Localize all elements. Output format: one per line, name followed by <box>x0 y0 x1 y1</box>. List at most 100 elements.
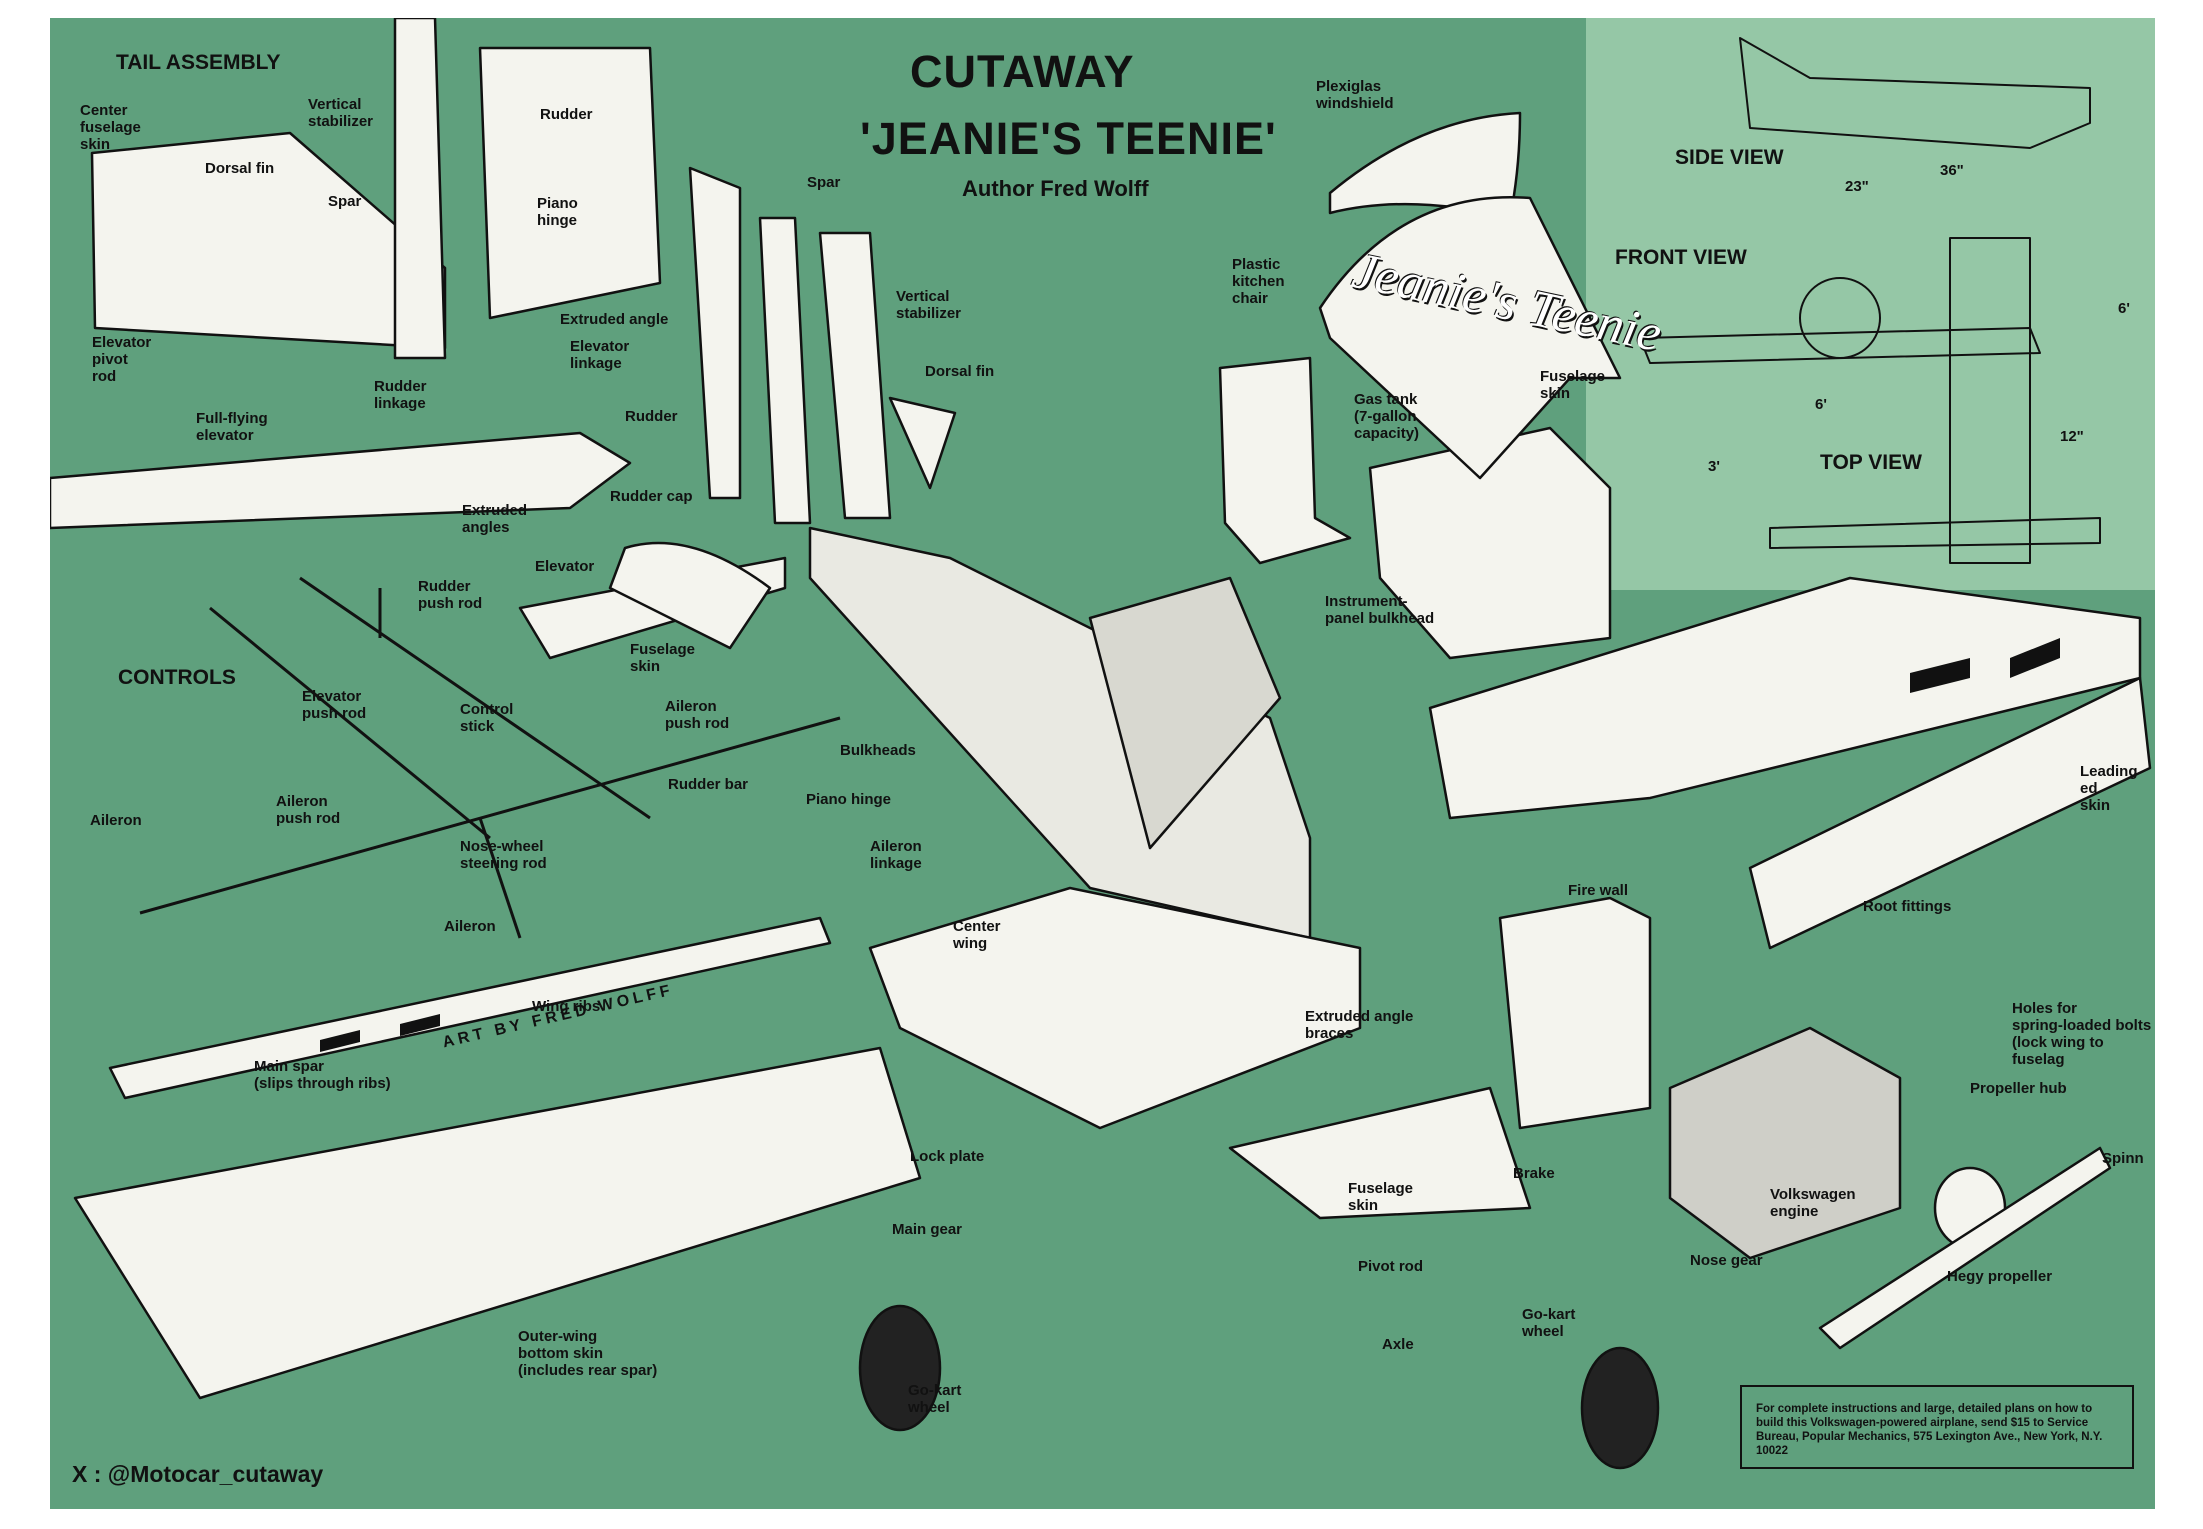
label-center-wing: Center wing <box>953 918 1001 952</box>
label-wing-ribs: Wing ribs <box>532 998 601 1015</box>
main-gear-wheel <box>858 1304 942 1432</box>
label-extruded-angles: Extruded angles <box>462 502 528 536</box>
label-main-spar: Main spar (slips through ribs) <box>254 1058 391 1092</box>
label-volkswagen-engine: Volkswagen engine <box>1770 1186 1856 1220</box>
leading-edge-skin <box>1748 676 2152 950</box>
label-bulkheads: Bulkheads <box>840 742 916 759</box>
label-full-flying-elevator: Full-flying elevator <box>196 410 268 444</box>
stabilizer-piece <box>818 231 892 520</box>
label-brake: Brake <box>1513 1165 1555 1182</box>
full-flying-elevator-shape <box>50 431 632 530</box>
dorsal-fin-shape <box>90 131 447 350</box>
label-extruded-angle-braces: Extruded angle braces <box>1305 1008 1414 1042</box>
nose-gear-wheel <box>1580 1346 1660 1470</box>
label-elevator-pivot-rod: Elevator pivot rod <box>92 334 152 385</box>
label-vertical-stabilizer-tail: Vertical stabilizer <box>308 96 374 130</box>
label-aileron-push-rod-upper: Aileron push rod <box>665 698 730 732</box>
label-pivot-rod: Pivot rod <box>1358 1258 1424 1275</box>
label-leading-edge-skin: Leading ed skin <box>2080 763 2138 814</box>
label-aileron-linkage: Aileron linkage <box>870 838 922 872</box>
fuselage-skin-rear <box>608 541 772 650</box>
label-elevator-push-rod: Elevator push rod <box>302 688 367 722</box>
label-fuselage-skin-rear: Fuselage skin <box>630 641 696 675</box>
label-rudder-tail: Rudder <box>540 106 593 123</box>
label-aileron-push-rod-lower: Aileron push rod <box>276 793 341 827</box>
label-vertical-stabilizer-mid: Vertical stabilizer <box>896 288 962 322</box>
three-view-panel <box>1586 18 2155 590</box>
label-rudder-bar: Rudder bar <box>668 776 749 793</box>
label-center-fuselage-skin: Center fuselage skin <box>80 102 141 153</box>
label-dorsal-fin-mid: Dorsal fin <box>925 363 995 380</box>
label-spar-mid: Spar <box>807 174 841 191</box>
label-go-kart-wheel-left: Go-kart wheel <box>908 1382 962 1416</box>
label-gas-tank: Gas tank (7-gallon capacity) <box>1354 391 1420 442</box>
dim-6ft-span: 6' <box>2118 300 2130 317</box>
heading-controls: CONTROLS <box>118 666 236 689</box>
dim-6ft-track: 6' <box>1815 396 1827 413</box>
vertical-stabilizer-shape <box>393 18 447 360</box>
engine-shape <box>1668 1026 1902 1260</box>
aircraft-name: 'JEANIE'S TEENIE' <box>860 113 1277 164</box>
cutaway-illustration <box>50 18 2152 1470</box>
label-plastic-kitchen-chair: Plastic kitchen chair <box>1232 256 1285 307</box>
label-spinner: Spinn <box>2102 1150 2144 1167</box>
heading-front-view: FRONT VIEW <box>1615 246 1747 269</box>
firewall-shape <box>1498 896 1652 1130</box>
rudder-shape <box>478 46 662 320</box>
label-dorsal-fin-tail: Dorsal fin <box>205 160 275 177</box>
label-main-gear: Main gear <box>892 1221 963 1238</box>
propeller-shape <box>1818 1146 2112 1350</box>
source-credit: X : @Motocar_cutaway <box>72 1461 324 1487</box>
label-rudder-linkage: Rudder linkage <box>374 378 427 412</box>
dim-36in: 36" <box>1940 162 1964 179</box>
label-rudder-cap: Rudder cap <box>610 488 693 505</box>
windshield-shape <box>1328 111 1522 220</box>
plastic-chair-shape <box>1218 356 1352 565</box>
dim-12in: 12" <box>2060 428 2084 445</box>
label-rudder-mid: Rudder <box>625 408 678 425</box>
label-aileron-wing: Aileron <box>444 918 496 935</box>
plans-note-box <box>1740 1385 2134 1469</box>
heading-side-view: SIDE VIEW <box>1675 146 1784 169</box>
label-outer-wing-bottom-skin: Outer-wing bottom skin (includes rear sp… <box>518 1328 658 1379</box>
outer-wing-bottom-skin <box>73 1046 922 1400</box>
dim-23in: 23" <box>1845 178 1869 195</box>
heading-tail-assembly: TAIL ASSEMBLY <box>116 51 281 74</box>
aileron-shape <box>108 916 832 1100</box>
center-wing-shape <box>868 886 1362 1130</box>
label-fuselage-skin-lower: Fuselage skin <box>1348 1180 1414 1214</box>
author-line: Author Fred Wolff <box>962 176 1149 201</box>
dim-3ft: 3' <box>1708 458 1720 475</box>
cockpit-bulkhead <box>1088 576 1282 850</box>
label-holes-spring-bolts: Holes for spring-loaded bolts (lock wing… <box>2012 1000 2152 1068</box>
lower-fuselage-skin <box>1228 1086 1532 1220</box>
label-elevator: Elevator <box>535 558 595 575</box>
diagram-sheet: CUTAWAY 'JEANIE'S TEENIE' Author Fred Wo… <box>50 18 2155 1509</box>
label-nose-wheel-steering-rod: Nose-wheel steering rod <box>460 838 547 872</box>
label-piano-hinge-wing: Piano hinge <box>806 791 892 808</box>
fuselage-skin-front <box>1318 196 1622 480</box>
label-aileron-left: Aileron <box>90 812 142 829</box>
rudder-piece <box>688 166 742 500</box>
label-rudder-push-rod: Rudder push rod <box>418 578 483 612</box>
spar-piece <box>758 216 812 525</box>
label-go-kart-wheel-right: Go-kart wheel <box>1522 1306 1576 1340</box>
label-plexiglas-windshield: Plexiglas windshield <box>1316 78 1394 112</box>
label-hegy-propeller: Hegy propeller <box>1947 1268 2053 1285</box>
page-title: CUTAWAY <box>910 46 1135 97</box>
label-axle: Axle <box>1382 1336 1414 1353</box>
label-extruded-angle: Extruded angle <box>560 311 669 328</box>
label-lock-plate: Lock plate <box>910 1148 985 1165</box>
dorsal-fin-piece <box>888 396 957 490</box>
label-control-stick: Control stick <box>460 701 514 735</box>
gas-tank-shape <box>1368 426 1612 660</box>
label-propeller-hub: Propeller hub <box>1970 1080 2067 1097</box>
label-elevator-linkage: Elevator linkage <box>570 338 630 372</box>
label-fire-wall: Fire wall <box>1568 882 1629 899</box>
label-spar-tail: Spar <box>328 193 362 210</box>
label-piano-hinge-tail: Piano hinge <box>537 195 578 229</box>
label-root-fittings: Root fittings <box>1863 898 1952 915</box>
label-fuselage-skin-front: Fuselage skin <box>1540 368 1606 402</box>
heading-top-view: TOP VIEW <box>1820 451 1922 474</box>
label-nose-gear: Nose gear <box>1690 1252 1763 1269</box>
